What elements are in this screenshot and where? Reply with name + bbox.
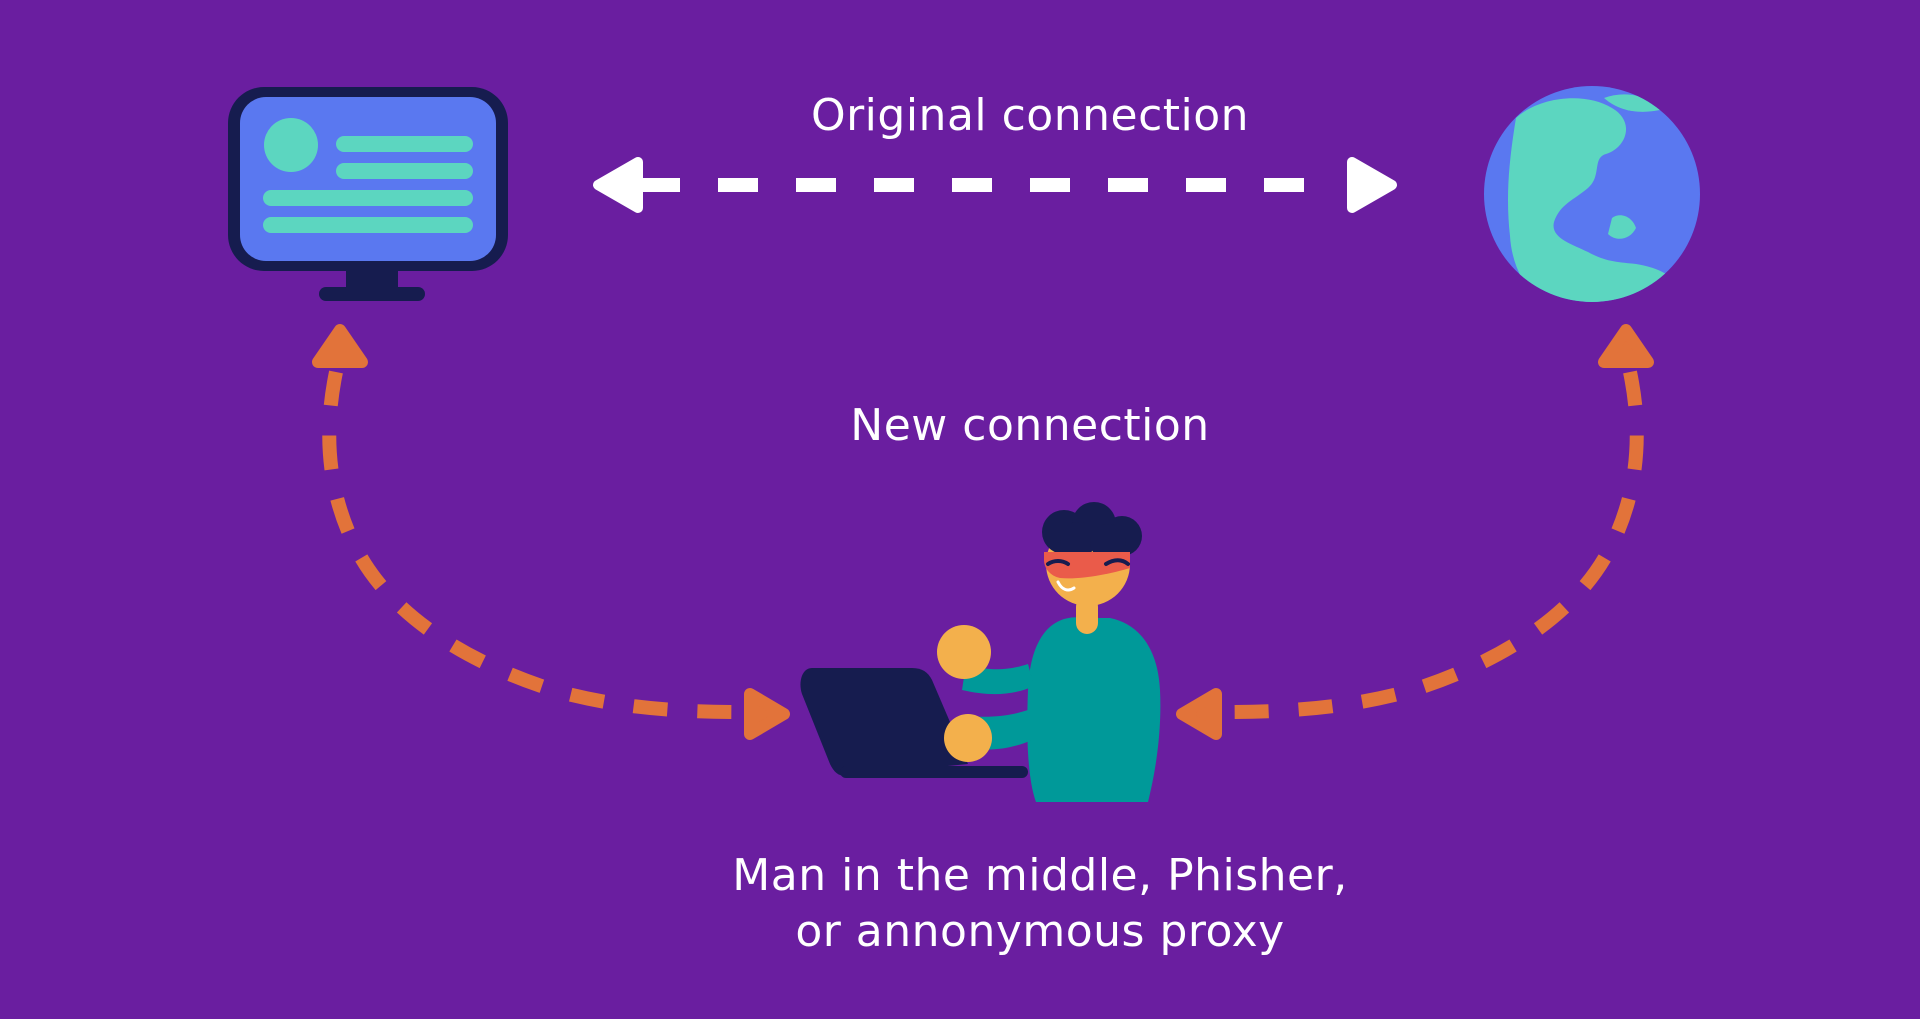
arrowhead-right bbox=[744, 688, 790, 740]
new-connection-arrow-right bbox=[1176, 324, 1654, 740]
arrowhead-right bbox=[1347, 157, 1397, 213]
new-connection-arrow-left bbox=[312, 324, 790, 740]
attacker-label-line1: Man in the middle, Phisher, bbox=[732, 850, 1348, 901]
attacker-label-line2: or annonymous proxy bbox=[795, 906, 1285, 957]
arrowhead-up bbox=[312, 324, 368, 368]
person-with-laptop-icon bbox=[800, 502, 1161, 802]
arrowhead-left bbox=[1176, 688, 1222, 740]
attacker-label: Man in the middle, Phisher, or annonymou… bbox=[640, 848, 1440, 960]
arrowhead-up bbox=[1598, 324, 1654, 368]
computer-monitor-icon bbox=[228, 87, 508, 301]
globe-icon bbox=[1484, 86, 1700, 302]
arrowhead-left bbox=[593, 157, 643, 213]
new-connection-label: New connection bbox=[850, 400, 1210, 451]
original-connection-arrow bbox=[593, 157, 1397, 213]
original-connection-label: Original connection bbox=[810, 90, 1250, 141]
